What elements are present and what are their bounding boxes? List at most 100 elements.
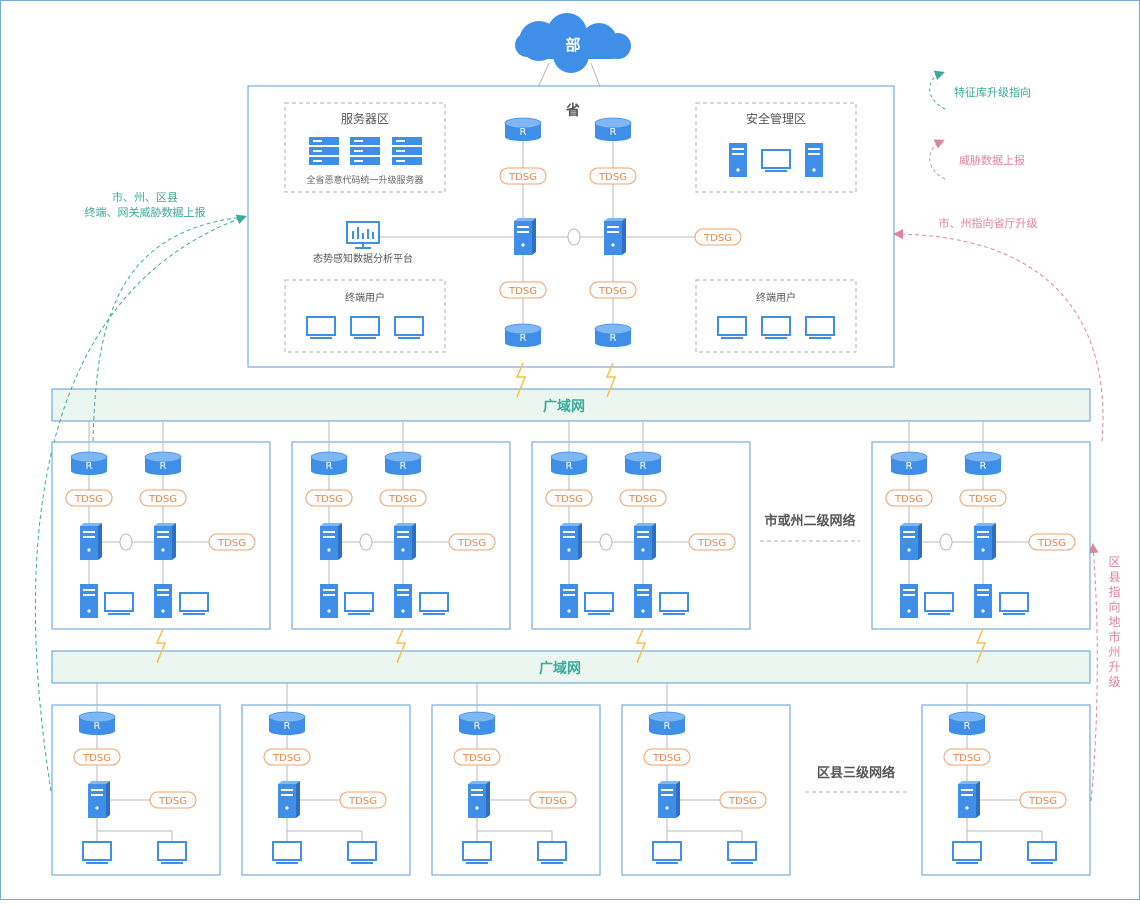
tdsg-gateway: TDSG xyxy=(619,489,667,507)
tdsg-gateway: TDSG xyxy=(643,748,691,766)
wan-link-bolt-icon xyxy=(635,628,647,664)
router-label: R xyxy=(284,721,291,732)
ha-link-icon xyxy=(567,228,581,246)
monitor-icon xyxy=(537,841,567,864)
router-icon: R xyxy=(550,451,588,475)
firewall-server-icon xyxy=(154,523,176,560)
tdsg-gateway: TDSG xyxy=(305,489,353,507)
terminal-zone-left xyxy=(284,279,446,353)
tdsg-gateway: TDSG xyxy=(545,489,593,507)
rack-server-icon xyxy=(309,137,339,165)
tdsg-gateway: TDSG xyxy=(448,533,496,551)
tdsg-label: TDSG xyxy=(508,286,537,297)
county-threat-report-arrow xyxy=(34,214,247,792)
county-network-panel xyxy=(431,704,601,876)
tdsg-gateway: TDSG xyxy=(943,748,991,766)
wan-link-bolt-icon xyxy=(155,628,167,664)
tdsg-label: TDSG xyxy=(148,494,177,505)
tdsg-label: TDSG xyxy=(462,753,491,764)
router-label: R xyxy=(664,721,671,732)
tdsg-gateway: TDSG xyxy=(589,281,637,299)
security-zone xyxy=(695,102,857,193)
server-tower-icon xyxy=(394,584,412,618)
tdsg-gateway: TDSG xyxy=(499,281,547,299)
monitor-icon xyxy=(761,316,791,339)
monitor-icon xyxy=(157,841,187,864)
county-network-panel xyxy=(241,704,411,876)
tdsg-gateway: TDSG xyxy=(453,748,501,766)
monitor-icon xyxy=(659,592,689,615)
tdsg-gateway: TDSG xyxy=(499,167,547,185)
router-icon: R xyxy=(594,323,632,347)
terminal-zone-right-title: 终端用户 xyxy=(756,291,796,304)
left-annotation-line2: 终端、网关威胁数据上报 xyxy=(85,205,206,219)
firewall-server-icon xyxy=(604,218,626,255)
tdsg-label: TDSG xyxy=(82,753,111,764)
router-icon: R xyxy=(594,117,632,141)
tdsg-gateway: TDSG xyxy=(1028,533,1076,551)
county-upgrade-arrow xyxy=(1088,543,1099,802)
monitor-icon xyxy=(394,316,424,339)
county-level-label: 区县三级网络 xyxy=(817,765,895,781)
router-label: R xyxy=(640,461,647,472)
router-icon: R xyxy=(648,711,686,735)
router-label: R xyxy=(160,461,167,472)
tdsg-label: TDSG xyxy=(1037,538,1066,549)
tdsg-label: TDSG xyxy=(628,494,657,505)
tdsg-gateway: TDSG xyxy=(694,228,742,246)
router-label: R xyxy=(520,333,527,344)
tdsg-gateway: TDSG xyxy=(65,489,113,507)
tdsg-gateway: TDSG xyxy=(379,489,427,507)
tdsg-label: TDSG xyxy=(1028,796,1057,807)
tdsg-label: TDSG xyxy=(272,753,301,764)
firewall-server-icon xyxy=(88,781,110,818)
rack-server-icon xyxy=(392,137,422,165)
ha-link-icon xyxy=(359,533,373,551)
county-network-panel xyxy=(921,704,1091,876)
tdsg-gateway: TDSG xyxy=(139,489,187,507)
monitor-icon xyxy=(652,841,682,864)
router-icon: R xyxy=(268,711,306,735)
tdsg-label: TDSG xyxy=(388,494,417,505)
tdsg-label: TDSG xyxy=(554,494,583,505)
monitor-icon xyxy=(727,841,757,864)
left-annotation-line1: 市、州、区县 xyxy=(112,190,178,204)
wan-link-bolt-icon xyxy=(395,628,407,664)
monitor-icon xyxy=(344,592,374,615)
platform-label: 态势感知数据分析平台 xyxy=(313,252,413,265)
tdsg-label: TDSG xyxy=(508,172,537,183)
firewall-server-icon xyxy=(394,523,416,560)
router-label: R xyxy=(566,461,573,472)
tdsg-label: TDSG xyxy=(598,286,627,297)
firewall-server-icon xyxy=(634,523,656,560)
wan-upper-label: 广域网 xyxy=(543,398,585,415)
server-tower-icon xyxy=(320,584,338,618)
tdsg-label: TDSG xyxy=(894,494,923,505)
wan-link-bolt-icon xyxy=(515,362,527,398)
router-label: R xyxy=(94,721,101,732)
tdsg-gateway: TDSG xyxy=(208,533,256,551)
router-label: R xyxy=(474,721,481,732)
province-panel xyxy=(247,85,895,368)
router-icon: R xyxy=(504,117,542,141)
monitor-icon xyxy=(805,316,835,339)
firewall-server-icon xyxy=(80,523,102,560)
tdsg-label: TDSG xyxy=(538,796,567,807)
ministry-label: 部 xyxy=(565,36,580,54)
monitor-icon xyxy=(179,592,209,615)
router-icon: R xyxy=(948,711,986,735)
tdsg-label: TDSG xyxy=(598,172,627,183)
monitor-icon xyxy=(82,841,112,864)
router-icon: R xyxy=(384,451,422,475)
ha-link-icon xyxy=(599,533,613,551)
firewall-server-icon xyxy=(658,781,680,818)
threat-report-legend-icon xyxy=(929,139,946,180)
tdsg-gateway: TDSG xyxy=(529,791,577,809)
monitor-icon xyxy=(350,316,380,339)
firewall-server-icon xyxy=(278,781,300,818)
router-icon: R xyxy=(144,451,182,475)
server-tower-icon xyxy=(560,584,578,618)
router-label: R xyxy=(86,461,93,472)
